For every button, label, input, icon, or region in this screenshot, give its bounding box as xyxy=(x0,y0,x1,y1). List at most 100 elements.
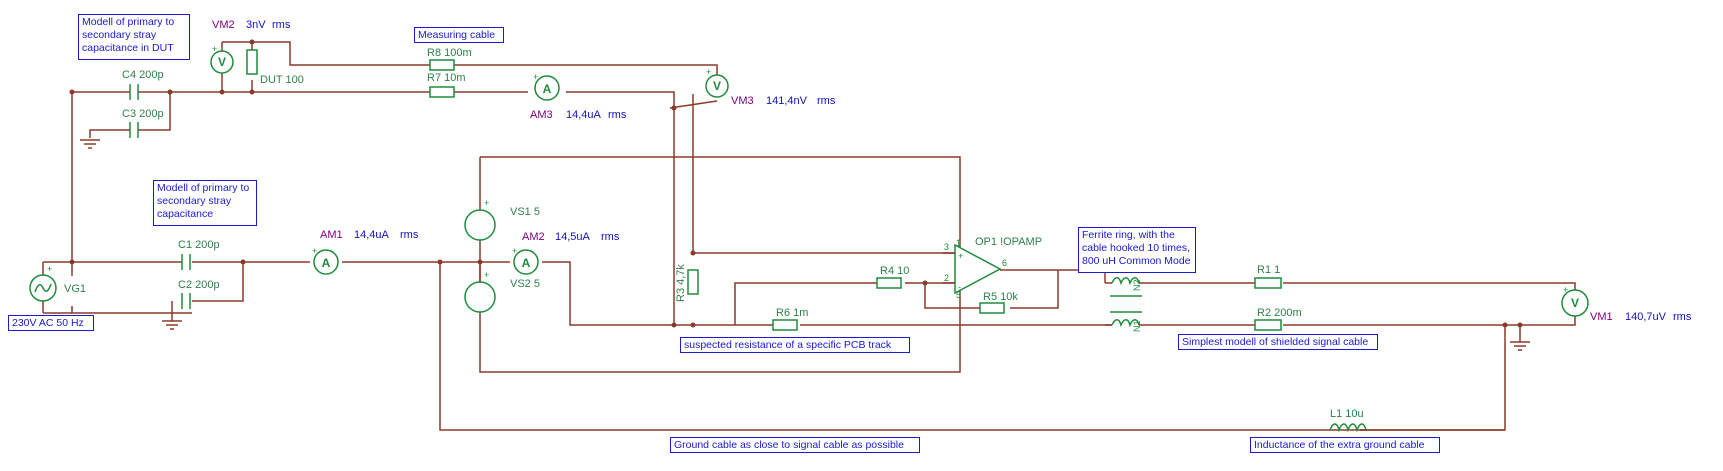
svg-text:+: + xyxy=(484,270,489,280)
svg-text:-: - xyxy=(958,282,961,292)
am3-unit: rms xyxy=(608,109,627,121)
pin-6: 6 xyxy=(1002,258,1007,268)
vs1-source: + xyxy=(464,198,496,241)
note-ferrite-ring: Ferrite ring, with the cable hooked 10 t… xyxy=(1078,227,1196,273)
vg1-label: VG1 xyxy=(64,283,86,295)
vg1-source: + xyxy=(29,261,72,314)
note-extra-ground-inductance: Inductance of the extra ground cable xyxy=(1250,437,1440,453)
svg-text:+: + xyxy=(47,264,52,274)
pin-2: 2 xyxy=(944,273,949,283)
vm1-value: 140,7uV xyxy=(1625,311,1667,323)
am1-name: AM1 xyxy=(320,229,343,241)
svg-text:V: V xyxy=(713,79,721,93)
ground-top-left xyxy=(80,139,100,149)
r6-label: R6 1m xyxy=(776,307,808,319)
r1-label: R1 1 xyxy=(1257,264,1280,276)
am2-value: 14,5uA xyxy=(555,231,591,243)
ground-mid-left xyxy=(162,320,182,330)
note-primary-stray-capacitance: Modell of primary to secondary stray cap… xyxy=(153,180,257,226)
c1-capacitor xyxy=(181,254,191,270)
common-mode-choke xyxy=(1104,270,1148,328)
l1-inductor xyxy=(1329,423,1367,433)
c4-capacitor xyxy=(129,84,139,100)
n2-label: N2 xyxy=(1132,279,1142,291)
svg-text:A: A xyxy=(322,256,331,270)
note-source-230v: 230V AC 50 Hz xyxy=(8,315,94,331)
svg-text:+: + xyxy=(533,72,538,82)
r8-label: R8 100m xyxy=(427,47,472,59)
r7-resistor xyxy=(429,86,455,98)
svg-text:A: A xyxy=(543,82,552,96)
component-labels: VM2 3nV rms DUT 100 R8 100m R7 10m AM3 1… xyxy=(64,19,1692,420)
vm2-unit: rms xyxy=(272,19,291,31)
junction-dots xyxy=(69,39,1523,328)
r3-resistor xyxy=(687,269,699,295)
l1-label: L1 10u xyxy=(1330,408,1364,420)
vm1-unit: rms xyxy=(1673,311,1692,323)
c2-capacitor xyxy=(181,293,191,309)
svg-text:V: V xyxy=(218,55,226,69)
dut-resistor xyxy=(246,49,258,75)
svg-text:+: + xyxy=(212,44,217,54)
c3-capacitor xyxy=(129,122,139,138)
am1-value: 14,4uA xyxy=(354,229,390,241)
vm3-name: VM3 xyxy=(731,95,754,107)
vs2-label: VS2 5 xyxy=(510,278,540,290)
pin-1: 1 xyxy=(956,238,961,248)
vm3-value: 141,4nV xyxy=(766,95,808,107)
c3-label: C3 200p xyxy=(122,108,164,120)
am3-value: 14,4uA xyxy=(566,109,602,121)
am2-ammeter: + A xyxy=(512,246,539,275)
vm2-name: VM2 xyxy=(212,19,235,31)
note-dut-stray-capacitance: Modell of primary to secondary stray cap… xyxy=(78,14,190,60)
r1-resistor xyxy=(1254,277,1282,289)
n1-label: N1 xyxy=(1132,320,1142,332)
svg-text:A: A xyxy=(522,256,531,270)
vm2-voltmeter: + V xyxy=(210,44,234,74)
vs1-label: VS1 5 xyxy=(510,206,540,218)
am1-unit: rms xyxy=(400,229,419,241)
r2-label: R2 200m xyxy=(1257,307,1302,319)
vm2-value: 3nV xyxy=(246,19,266,31)
pin-3: 3 xyxy=(944,242,949,252)
ground-right xyxy=(1510,341,1530,351)
svg-text:+: + xyxy=(312,246,317,256)
r5-resistor xyxy=(979,302,1005,314)
note-pcb-track: suspected resistance of a specific PCB t… xyxy=(680,337,910,353)
c2-label: C2 200p xyxy=(178,279,220,291)
am3-ammeter: + A xyxy=(533,72,560,101)
note-measuring-cable: Measuring cable xyxy=(414,27,504,43)
am2-unit: rms xyxy=(601,231,620,243)
note-ground-cable: Ground cable as close to signal cable as… xyxy=(670,437,920,453)
svg-text:+: + xyxy=(706,67,711,77)
dut-label: DUT 100 xyxy=(260,74,304,86)
svg-text:+: + xyxy=(484,198,489,208)
r2-resistor xyxy=(1254,319,1282,331)
note-shielded-cable: Simplest modell of shielded signal cable xyxy=(1178,334,1378,350)
vm1-name: VM1 xyxy=(1590,311,1613,323)
op1-label: OP1 !OPAMP xyxy=(975,236,1042,248)
c1-label: C1 200p xyxy=(178,239,220,251)
r6-resistor xyxy=(772,319,798,331)
svg-text:V: V xyxy=(1571,296,1579,310)
r7-label: R7 10m xyxy=(427,72,466,84)
am1-ammeter: + A xyxy=(312,246,339,275)
r3-label: R3 4,7k xyxy=(675,264,687,302)
r5-label: R5 10k xyxy=(983,291,1018,303)
svg-text:+: + xyxy=(1563,285,1568,295)
pin-5: 5 xyxy=(956,290,961,300)
op1-opamp: + - xyxy=(943,243,1002,295)
am3-name: AM3 xyxy=(530,109,553,121)
r4-resistor xyxy=(876,277,902,289)
vm3-voltmeter: + V xyxy=(705,67,729,98)
svg-text:+: + xyxy=(512,246,517,256)
r8-resistor xyxy=(429,59,455,71)
svg-text:+: + xyxy=(958,251,963,261)
vm1-voltmeter: + V xyxy=(1561,285,1589,317)
c4-label: C4 200p xyxy=(122,69,164,81)
r4-label: R4 10 xyxy=(880,265,909,277)
vm3-unit: rms xyxy=(817,95,836,107)
vs2-source: + xyxy=(464,270,496,313)
am2-name: AM2 xyxy=(522,231,545,243)
